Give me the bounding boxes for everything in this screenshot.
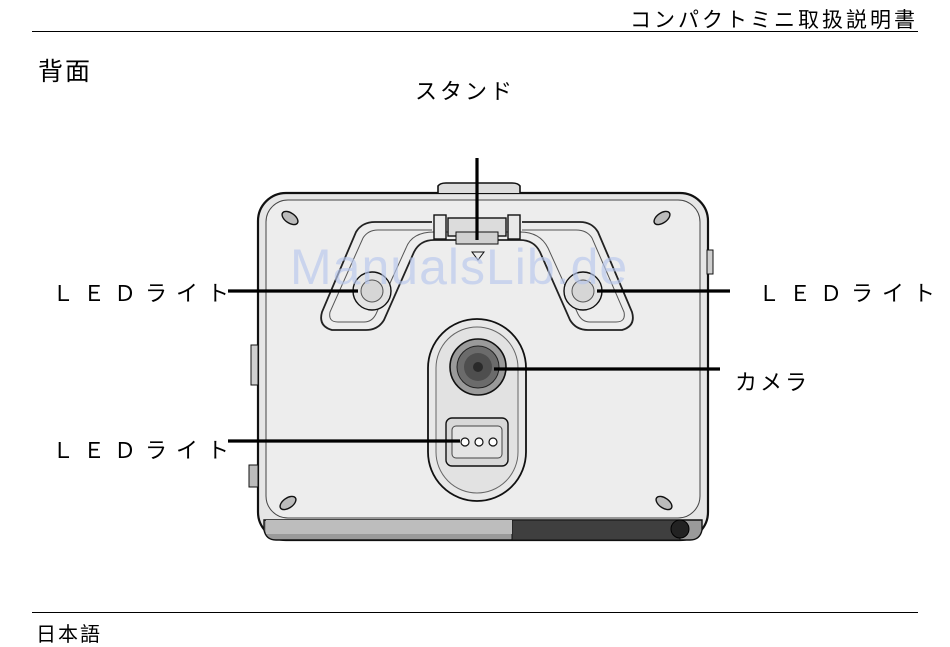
camera-label: カメラ bbox=[735, 365, 810, 397]
footer-language: 日本語 bbox=[36, 618, 102, 647]
led-light-icon bbox=[461, 438, 497, 446]
watermark: ManualsLib.de bbox=[290, 238, 628, 296]
footer-rule bbox=[32, 612, 918, 613]
led-light-label-lower: ＬＥＤライト bbox=[52, 433, 238, 465]
camera-lens-icon bbox=[450, 339, 506, 395]
led-light-label-upper-left: ＬＥＤライト bbox=[52, 276, 238, 308]
led-light-label-upper-right: ＬＥＤライト bbox=[758, 276, 944, 308]
